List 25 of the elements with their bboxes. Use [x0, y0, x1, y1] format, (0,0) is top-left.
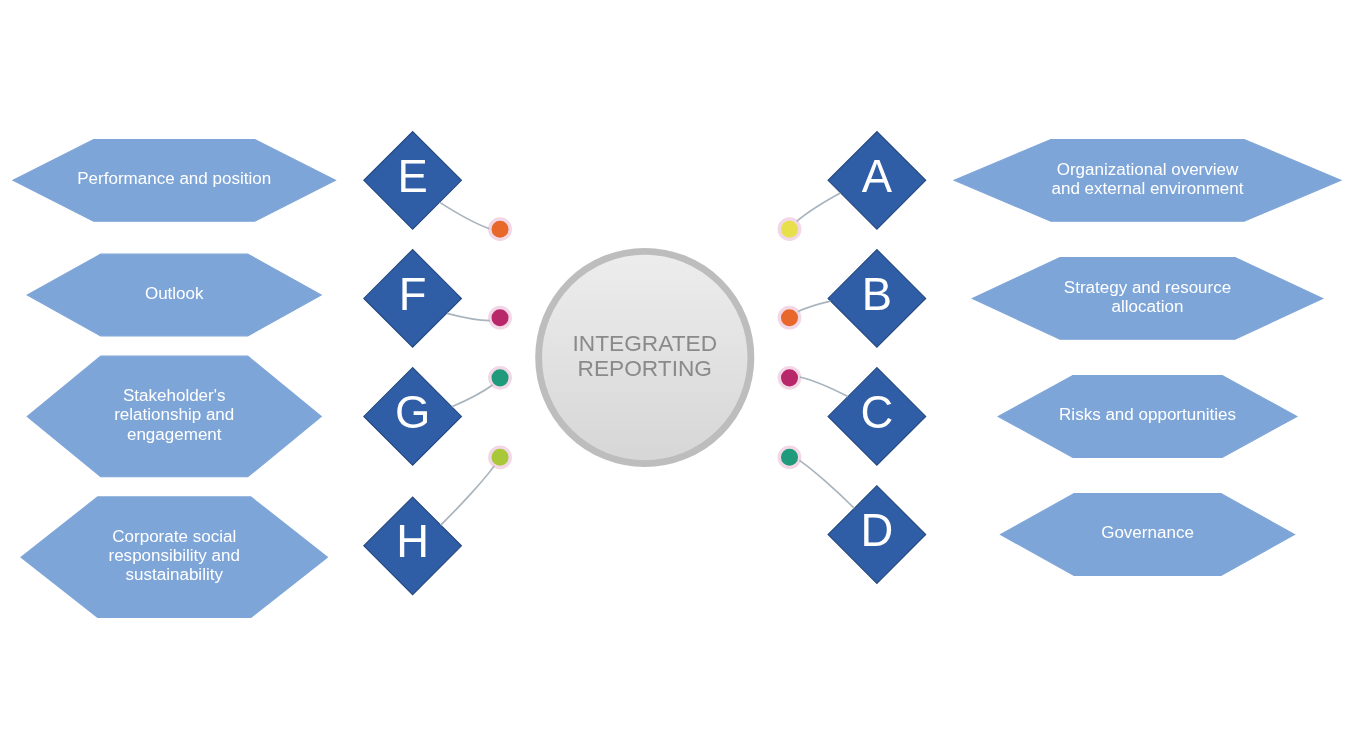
node-diamond: C [827, 366, 927, 466]
node-circle [777, 305, 802, 330]
connector [798, 375, 849, 397]
node-diamond: F [363, 248, 463, 348]
connector [439, 464, 496, 526]
node-circle [777, 444, 802, 469]
connector [446, 312, 491, 321]
connector [451, 383, 494, 408]
node-diamond: G [363, 366, 463, 466]
connector [795, 191, 842, 222]
node-circle [488, 365, 512, 390]
connector [798, 459, 856, 509]
node-diamond: A [827, 130, 927, 230]
connector [438, 201, 491, 230]
node-circle [777, 216, 802, 241]
node-circle [488, 305, 512, 330]
node-circle [488, 216, 512, 241]
node-diamond: E [363, 130, 463, 230]
node-circle [777, 365, 802, 390]
node-circle [488, 444, 512, 469]
node-circle: INTEGRATED REPORTING [535, 247, 755, 467]
node-diamond: H [363, 495, 463, 595]
node-diamond: B [827, 248, 927, 348]
connector [797, 299, 832, 312]
node-diamond: D [827, 484, 927, 584]
